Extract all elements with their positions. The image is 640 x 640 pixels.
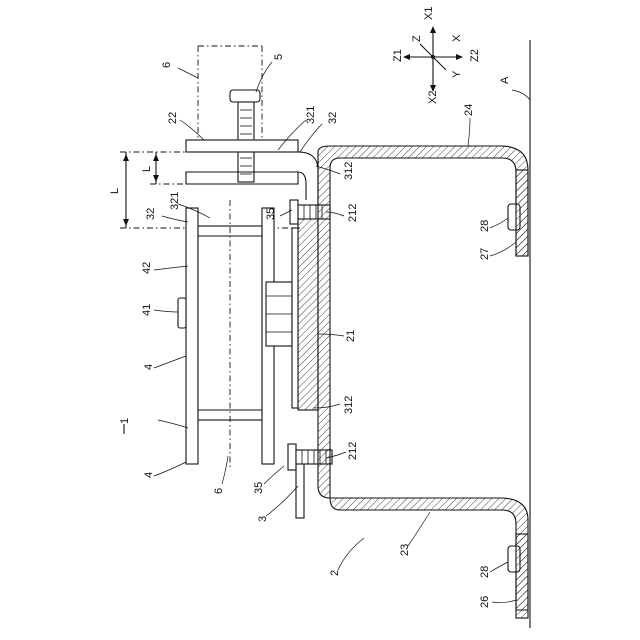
hinge-assembly-4 xyxy=(178,200,292,470)
ref-28-top: 28 xyxy=(479,220,491,232)
ref-23: 23 xyxy=(399,544,411,556)
bracket-bend-upper xyxy=(282,152,318,210)
ref-212-bot: 212 xyxy=(347,442,359,460)
ref-4-bot: 4 xyxy=(143,472,155,478)
ref-35-bot: 35 xyxy=(253,482,265,494)
axis-z2-label: Z2 xyxy=(469,49,481,62)
axis-z-label: Z xyxy=(411,35,423,42)
ref-26: 26 xyxy=(479,596,491,608)
ref-42: 42 xyxy=(141,262,153,274)
ref-28-bot: 28 xyxy=(479,566,491,578)
ref-22: 22 xyxy=(167,112,179,124)
ref-27: 27 xyxy=(479,248,491,260)
ref-21: 21 xyxy=(345,330,357,342)
ref-5: 5 xyxy=(273,54,285,60)
axis-x1-label: X1 xyxy=(423,7,435,20)
axis-z1-label: Z1 xyxy=(392,49,404,62)
mounting-plate-21 xyxy=(298,210,318,410)
foot-26 xyxy=(516,534,528,618)
ref-1: 1 xyxy=(119,418,131,424)
ref-35-top: 35 xyxy=(265,208,277,220)
ref-6-top: 6 xyxy=(161,62,173,68)
ref-41: 41 xyxy=(141,304,153,316)
ref-321-top: 321 xyxy=(305,106,317,124)
ref-312-top: 312 xyxy=(343,162,355,180)
dim-l-small: L xyxy=(141,166,153,172)
dim-l-big: L xyxy=(109,188,121,194)
ref-32-mid: 32 xyxy=(145,208,157,220)
axis-x2-label: X2 xyxy=(427,91,439,104)
ref-312-bot: 312 xyxy=(343,396,355,414)
axis-x-label: X xyxy=(451,34,463,42)
bracket-3 xyxy=(292,228,298,408)
ref-4-mid: 4 xyxy=(143,364,155,370)
ref-6-bot: 6 xyxy=(213,488,225,494)
foot-27 xyxy=(516,170,528,256)
ref-24: 24 xyxy=(463,104,475,116)
adjust-bolt-5 xyxy=(230,90,260,182)
ref-3: 3 xyxy=(257,516,269,522)
ref-321-mid: 321 xyxy=(169,192,181,210)
ref-a: A xyxy=(499,76,511,84)
ref-2: 2 xyxy=(329,570,341,576)
axis-y-label: Y xyxy=(451,70,463,78)
ref-32-top: 32 xyxy=(327,112,339,124)
bracket-inner-upper xyxy=(282,172,306,200)
ref-212-top: 212 xyxy=(347,204,359,222)
